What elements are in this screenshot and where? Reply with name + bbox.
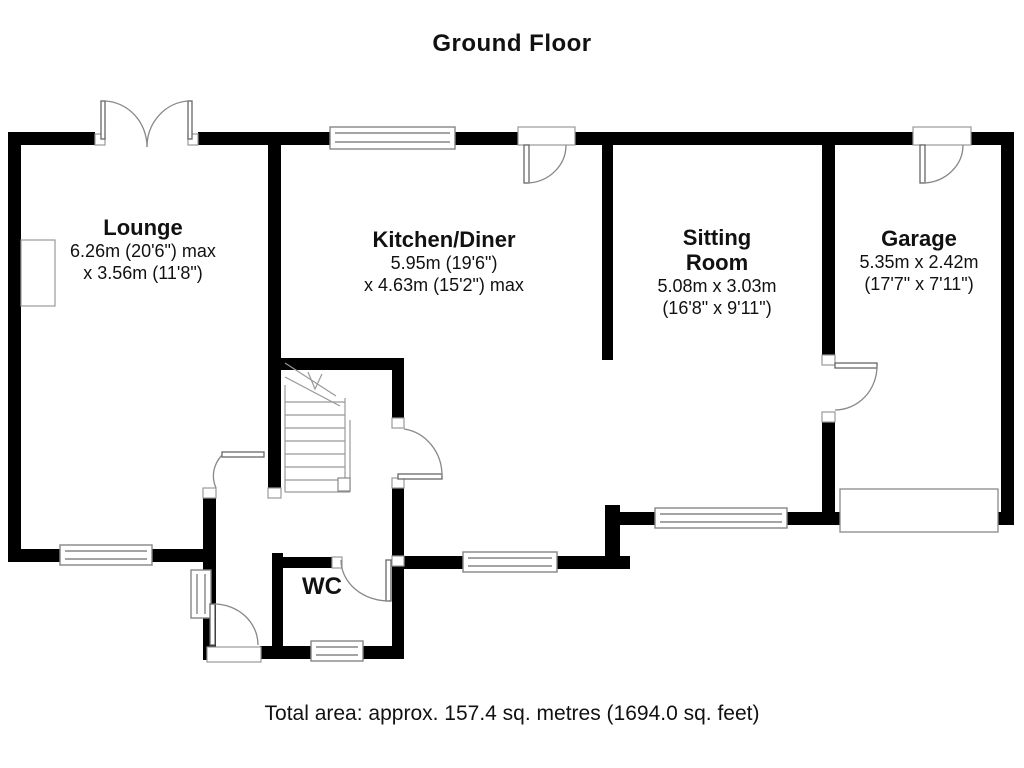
door-front-entrance — [209, 603, 259, 646]
room-name: WC — [302, 573, 342, 600]
window-porch-west — [190, 569, 212, 619]
threshold-front-door — [206, 646, 262, 663]
window-kitchen-top — [329, 126, 456, 150]
window-sitting-bottom — [654, 507, 788, 529]
chimney-breast — [20, 239, 56, 307]
fixtures — [20, 239, 999, 533]
room-dimensions: x 4.63m (15'2") max — [364, 275, 524, 295]
window-kitchen-bottom — [462, 551, 558, 573]
room-dimensions: 6.26m (20'6") max — [70, 241, 216, 261]
room-dimensions: 5.35m x 2.42m — [859, 252, 979, 272]
room-dimensions: (16'8" x 9'11") — [662, 298, 772, 318]
door-kitchen-top — [523, 144, 567, 184]
stair-break-zigzag — [307, 371, 323, 391]
room-label-kitchen-diner: Kitchen/Diner 5.95m (19'6") x 4.63m (15'… — [329, 227, 559, 296]
stairs — [284, 362, 351, 493]
room-label-garage: Garage 5.35m x 2.42m (17'7" x 7'11") — [829, 226, 1009, 295]
room-name: Kitchen/Diner — [372, 227, 516, 252]
room-label-sitting-room: Sitting Room 5.08m x 3.03m (16'8" x 9'11… — [617, 225, 817, 319]
windows — [59, 126, 788, 662]
room-dimensions: (17'7" x 7'11") — [864, 274, 974, 294]
walls — [8, 132, 1014, 660]
door-garage-top — [919, 144, 964, 184]
door-stairs-kitchen — [397, 428, 443, 480]
room-dimensions: x 3.56m (11'8") — [83, 263, 203, 283]
page-title: Ground Floor — [432, 30, 592, 57]
door-jambs — [94, 126, 972, 663]
room-name: Lounge — [103, 215, 183, 240]
threshold-garage-door — [912, 126, 972, 146]
door-lounge-hall — [212, 451, 265, 489]
door-sitting-garage — [834, 362, 878, 411]
stair-newel — [337, 477, 351, 492]
threshold-kitchen-door — [517, 126, 576, 146]
french-doors-lounge — [100, 100, 193, 148]
room-dimensions: 5.08m x 3.03m — [657, 276, 777, 296]
doors — [100, 100, 964, 646]
room-label-wc: WC — [282, 574, 362, 599]
garage-door-panel — [839, 488, 999, 533]
window-lounge-bottom — [59, 544, 153, 566]
room-dimensions: 5.95m (19'6") — [390, 253, 498, 273]
door-wc — [340, 559, 392, 602]
window-wc-bottom — [310, 640, 364, 662]
room-name: Garage — [881, 226, 957, 251]
total-area-text: Total area: approx. 157.4 sq. metres (16… — [264, 702, 760, 725]
room-label-lounge: Lounge 6.26m (20'6") max x 3.56m (11'8") — [23, 215, 263, 284]
room-name: Sitting Room — [682, 225, 752, 275]
stair-break-line — [284, 376, 341, 407]
